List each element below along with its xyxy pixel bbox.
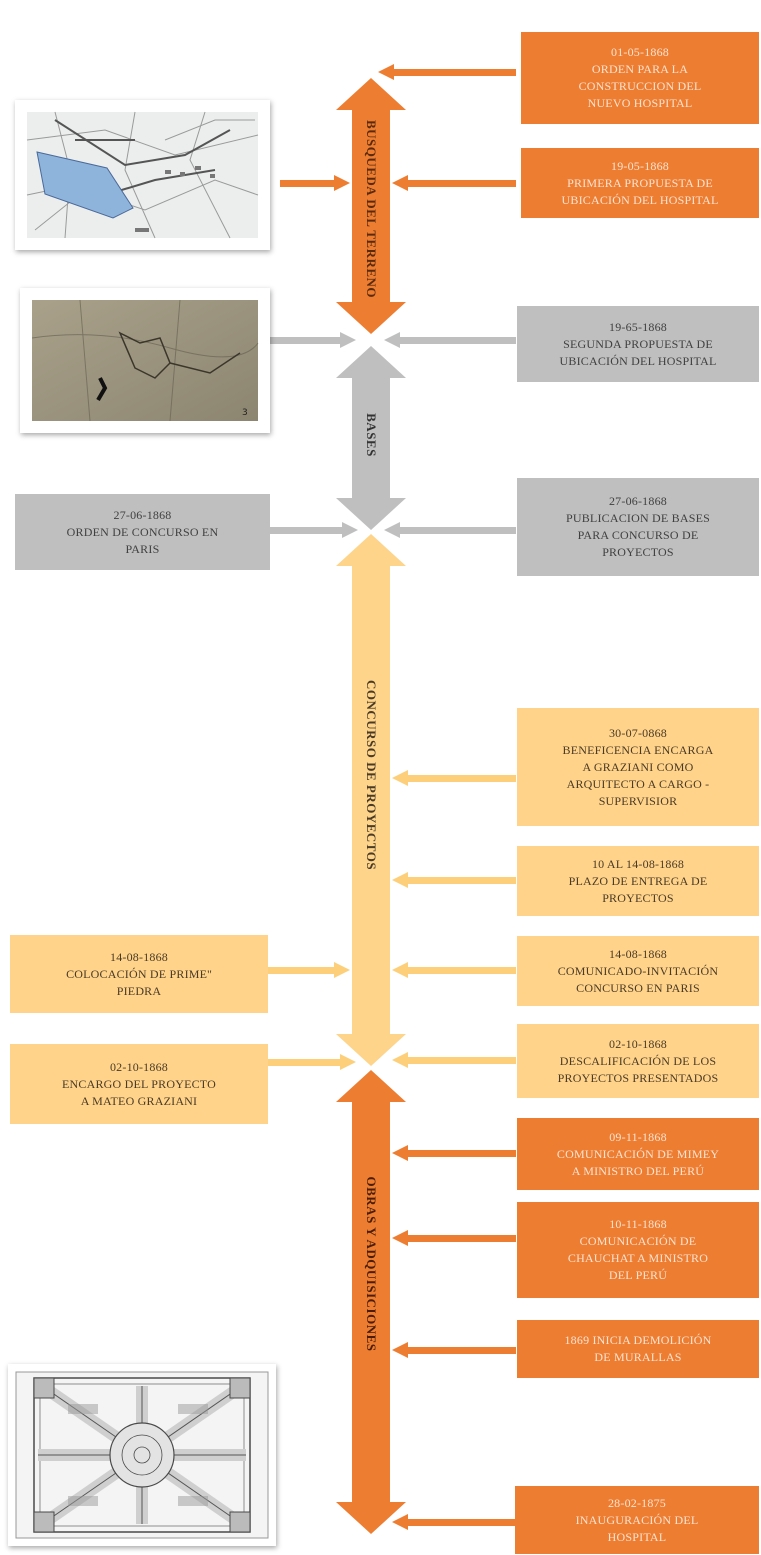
event-comunicacion-chauchat: 10-11-1868 COMUNICACIÓN DE CHAUCHAT A MI… xyxy=(517,1202,759,1298)
phase-label-obras: OBRAS Y ADQUISICIONES xyxy=(364,1176,379,1352)
event-beneficencia-encarga: 30-07-0868 BENEFICENCIA ENCARGA A GRAZIA… xyxy=(517,708,759,826)
event-comunicacion-mimey: 09-11-1868 COMUNICACIÓN DE MIMEY A MINIS… xyxy=(517,1118,759,1190)
map-image-sketch: 3 xyxy=(20,288,270,433)
phase-label-concurso: CONCURSO DE PROYECTOS xyxy=(364,679,379,871)
event-colocacion-primera-piedra: 14-08-1868 COLOCACIÓN DE PRIME'' PIEDRA xyxy=(10,935,268,1013)
event-primera-propuesta: 19-05-1868 PRIMERA PROPUESTA DE UBICACIÓ… xyxy=(521,148,759,218)
event-encargo-graziani: 02-10-1868 ENCARGO DEL PROYECTO A MATEO … xyxy=(10,1044,268,1124)
phase-arrow-obras xyxy=(336,1070,406,1534)
event-orden-construccion: 01-05-1868 ORDEN PARA LA CONSTRUCCION DE… xyxy=(521,32,759,124)
phase-arrow-busqueda xyxy=(336,78,406,334)
phase-label-bases: BASES xyxy=(364,413,379,457)
hospital-plan-image xyxy=(8,1364,276,1546)
event-demolicion-murallas: 1869 INICIA DEMOLICIÓN DE MURALLAS xyxy=(517,1320,759,1378)
svg-text:3: 3 xyxy=(242,408,248,418)
event-comunicado-invitacion: 14-08-1868 COMUNICADO-INVITACIÓN CONCURS… xyxy=(517,936,759,1006)
event-segunda-propuesta: 19-65-1868 SEGUNDA PROPUESTA DE UBICACIÓ… xyxy=(517,306,759,382)
event-descalificacion: 02-10-1868 DESCALIFICACIÓN DE LOS PROYEC… xyxy=(517,1024,759,1098)
event-orden-concurso-paris: 27-06-1868 ORDEN DE CONCURSO EN PARIS xyxy=(15,494,270,570)
phase-arrow-concurso xyxy=(336,534,406,1066)
left-arrows xyxy=(268,175,358,1070)
event-inauguracion: 28-02-1875 INAUGURACIÓN DEL HOSPITAL xyxy=(515,1486,759,1554)
phase-arrow-bases xyxy=(336,346,406,530)
event-publicacion-bases: 27-06-1868 PUBLICACION DE BASES PARA CON… xyxy=(517,478,759,576)
map-image-terrain xyxy=(15,100,270,250)
right-arrows xyxy=(378,64,516,1530)
phase-label-busqueda: BUSQUEDA DEL TERRENO xyxy=(364,119,379,299)
event-plazo-entrega: 10 AL 14-08-1868 PLAZO DE ENTREGA DE PRO… xyxy=(517,846,759,916)
